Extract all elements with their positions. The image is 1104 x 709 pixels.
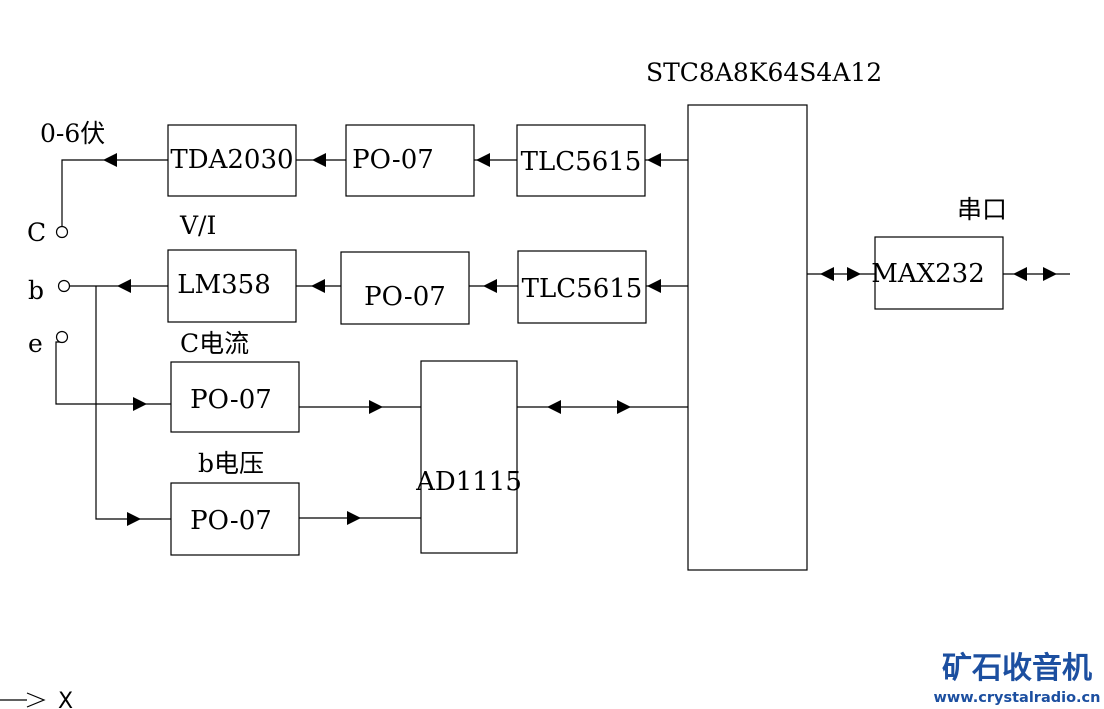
terminal-e-label: e bbox=[28, 329, 43, 358]
terminal-c bbox=[55, 225, 69, 239]
terminal-b bbox=[57, 279, 71, 293]
terminal-c-label: C bbox=[27, 218, 46, 247]
arrow-right-po07-c bbox=[133, 397, 147, 411]
arrow-left-tlc-mid bbox=[647, 279, 661, 293]
arrow-left-mcu-max bbox=[820, 267, 834, 281]
c-current-caption: C电流 bbox=[180, 329, 249, 358]
arrow-left-lm358 bbox=[311, 279, 325, 293]
arrow-right-ad-bottom bbox=[347, 511, 361, 525]
lm358-block bbox=[167, 249, 297, 323]
arrow-left-serial bbox=[1013, 267, 1027, 281]
arrow-left-output bbox=[103, 153, 117, 167]
terminal-e bbox=[55, 330, 69, 344]
tlc5615-top-label: TLC5615 bbox=[521, 147, 642, 177]
arrow-left-po07-mid bbox=[483, 279, 497, 293]
arrow-left-tda bbox=[312, 153, 326, 167]
po07-b-label: PO-07 bbox=[190, 506, 272, 536]
po07-top-block bbox=[345, 124, 475, 197]
arrow-right-ad-top bbox=[369, 400, 383, 414]
ad1115-label: AD1115 bbox=[415, 467, 522, 497]
terminal-b-label: b bbox=[28, 276, 44, 305]
arrow-right-po07-b bbox=[127, 512, 141, 526]
ucs-axis-icon: X bbox=[0, 689, 73, 709]
watermark-url: www.crystalradio.cn bbox=[934, 690, 1101, 706]
po07-mid-block bbox=[340, 251, 470, 325]
mcu-title: STC8A8K64S4A12 bbox=[646, 58, 882, 87]
mcu-block bbox=[687, 104, 808, 571]
wire-b-to-po07-b bbox=[95, 286, 171, 520]
po07-c-label: PO-07 bbox=[190, 385, 272, 415]
tlc5615-mid-label: TLC5615 bbox=[522, 274, 643, 304]
arrow-left-tlc-top bbox=[647, 153, 661, 167]
arrow-left-b bbox=[117, 279, 131, 293]
arrow-right-serial bbox=[1043, 267, 1057, 281]
tda2030-block bbox=[167, 124, 297, 197]
tlc5615-mid-block bbox=[517, 250, 647, 324]
wire-tda-to-c bbox=[61, 159, 168, 226]
serial-port-caption: 串口 bbox=[957, 195, 1007, 224]
lm358-label: LM358 bbox=[177, 270, 271, 300]
po07-mid-label: PO-07 bbox=[364, 282, 446, 312]
tda2030-label: TDA2030 bbox=[170, 145, 293, 175]
vi-caption: V/I bbox=[179, 211, 216, 240]
wire-e-to-po07-c bbox=[55, 341, 171, 405]
arrow-left-ad-mcu bbox=[547, 400, 561, 414]
tlc5615-top-block bbox=[516, 124, 646, 197]
ad1115-block bbox=[420, 360, 518, 554]
po07-top-label: PO-07 bbox=[352, 145, 434, 175]
arrow-right-ad-mcu bbox=[617, 400, 631, 414]
b-voltage-caption: b电压 bbox=[198, 449, 264, 478]
watermark-title: 矿石收音机 bbox=[942, 651, 1092, 686]
max232-block bbox=[874, 236, 1004, 310]
arrow-left-po07-top bbox=[476, 153, 490, 167]
max232-label: MAX232 bbox=[871, 259, 985, 289]
ucs-x-label: X bbox=[58, 689, 73, 709]
arrow-right-mcu-max bbox=[847, 267, 861, 281]
output-range-caption: 0-6伏 bbox=[40, 119, 105, 148]
po07-c-block bbox=[170, 361, 300, 433]
